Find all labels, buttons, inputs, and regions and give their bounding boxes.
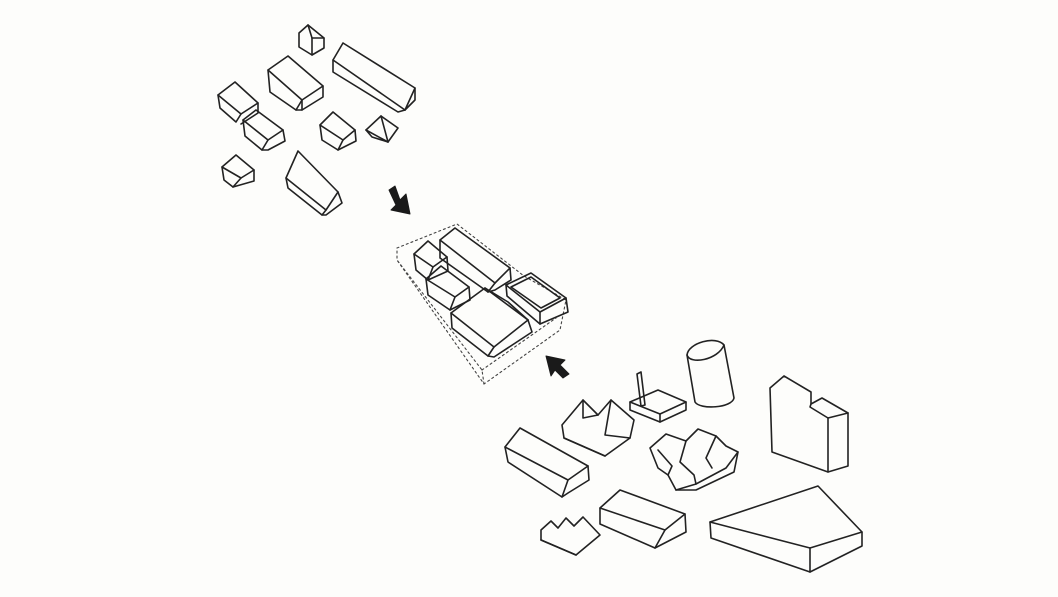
building-sawtooth-shed (649, 428, 739, 491)
building-cube-tower (769, 375, 849, 473)
building-long-barn (504, 427, 590, 498)
building-pitched-house (217, 81, 259, 125)
building-silo (686, 339, 735, 408)
building-pitched-house (365, 115, 399, 143)
central-complex (396, 223, 569, 385)
arrow-from-village (388, 185, 411, 215)
building-pitched-house (242, 109, 286, 151)
building-flat-roof-block (505, 272, 569, 325)
building-sawtooth-shed (561, 399, 635, 457)
building-large-hangar (709, 485, 863, 573)
building-large-hall (450, 287, 533, 358)
building-pitched-house (267, 55, 324, 111)
building-long-barn (285, 150, 343, 216)
arrow-from-industrial (545, 355, 570, 379)
building-long-barn (332, 42, 416, 113)
building-flat-block (599, 489, 687, 549)
building-pitched-house (319, 111, 357, 151)
building-small-house (298, 24, 325, 56)
industrial-cluster (504, 339, 863, 573)
building-chimney-block (629, 371, 687, 423)
village-cluster (217, 24, 416, 216)
building-pitched-house (221, 154, 255, 188)
building-long-barn (439, 227, 512, 293)
building-sawtooth-small (540, 516, 601, 556)
